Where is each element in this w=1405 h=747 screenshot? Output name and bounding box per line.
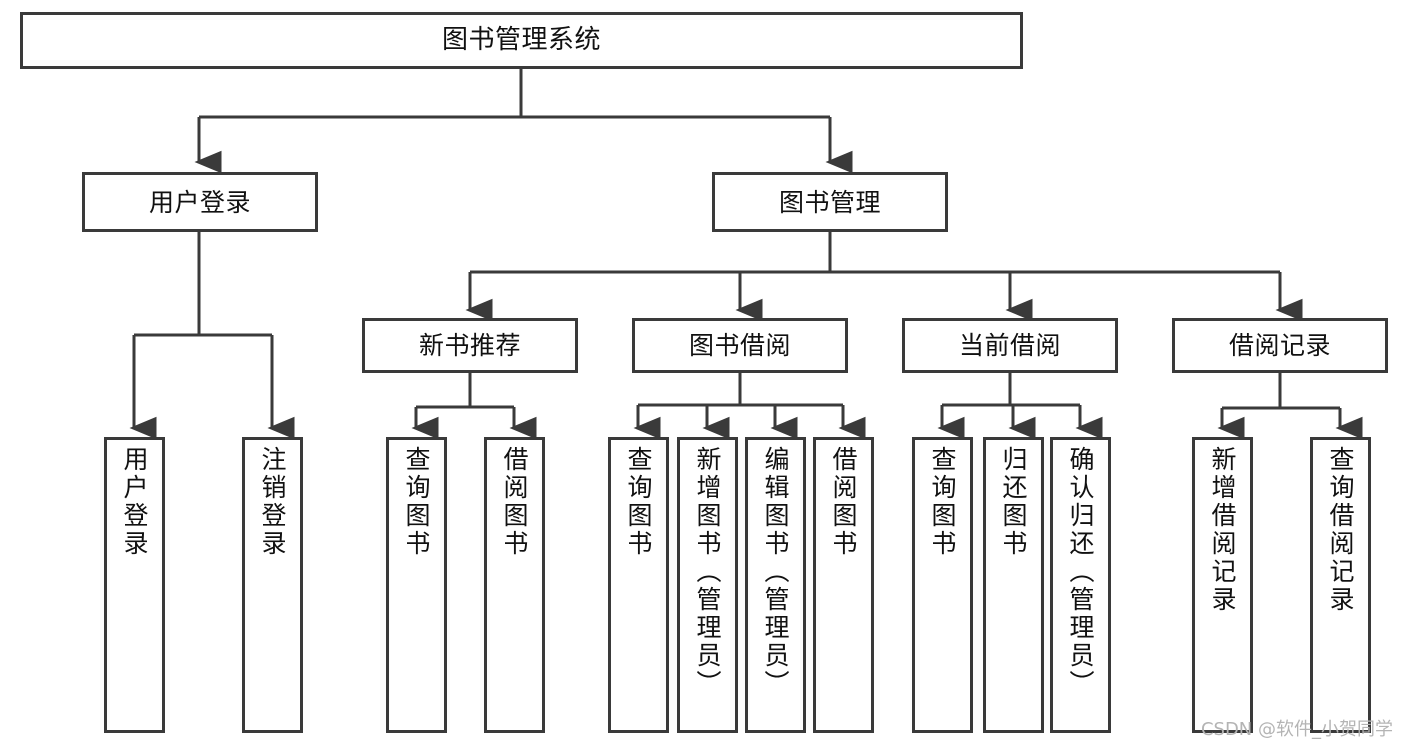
leaf-record-query-borrow-record[interactable]: 查询借阅记录 (1310, 437, 1371, 733)
node-current-borrow-label: 当前借阅 (958, 331, 1061, 360)
leaf-label: 查询图书 (402, 446, 431, 558)
node-user-login-label: 用户登录 (148, 187, 251, 217)
node-new-book-recommend[interactable]: 新书推荐 (362, 318, 578, 373)
leaf-borrow-add-book-admin[interactable]: 新增图书（管理员） (677, 437, 738, 733)
leaf-label: 用户登录 (120, 446, 149, 558)
leaf-label: 新增借阅记录 (1208, 446, 1237, 614)
leaf-newbook-query-book[interactable]: 查询图书 (386, 437, 447, 733)
leaf-label: 借阅图书 (500, 446, 529, 558)
watermark-text: CSDN @软件_小贺同学 (1200, 719, 1393, 740)
leaf-borrow-query-book[interactable]: 查询图书 (608, 437, 669, 733)
leaf-label: 查询图书 (928, 446, 957, 558)
leaf-label: 确认归还（管理员） (1066, 446, 1095, 698)
node-borrow-record[interactable]: 借阅记录 (1172, 318, 1388, 373)
leaf-borrow-edit-book-admin[interactable]: 编辑图书（管理员） (745, 437, 806, 733)
leaf-label: 编辑图书（管理员） (761, 446, 790, 698)
leaf-user-login-logout[interactable]: 注销登录 (242, 437, 303, 733)
node-user-login[interactable]: 用户登录 (82, 172, 318, 232)
node-new-book-recommend-label: 新书推荐 (418, 331, 521, 360)
leaf-user-login-login[interactable]: 用户登录 (104, 437, 165, 733)
leaf-current-confirm-return-admin[interactable]: 确认归还（管理员） (1050, 437, 1111, 733)
leaf-label: 借阅图书 (829, 446, 858, 558)
node-book-management-label: 图书管理 (778, 187, 881, 217)
leaf-current-query-book[interactable]: 查询图书 (912, 437, 973, 733)
leaf-label: 新增图书（管理员） (693, 446, 722, 698)
leaf-label: 注销登录 (258, 446, 287, 558)
leaf-current-return-book[interactable]: 归还图书 (983, 437, 1044, 733)
leaf-label: 查询图书 (624, 446, 653, 558)
leaf-newbook-borrow-book[interactable]: 借阅图书 (484, 437, 545, 733)
node-current-borrow[interactable]: 当前借阅 (902, 318, 1118, 373)
leaf-label: 归还图书 (999, 446, 1028, 558)
node-root-book-management-system[interactable]: 图书管理系统 (20, 12, 1023, 69)
node-book-management[interactable]: 图书管理 (712, 172, 948, 232)
node-borrow-record-label: 借阅记录 (1228, 331, 1331, 360)
leaf-borrow-borrow-book[interactable]: 借阅图书 (813, 437, 874, 733)
leaf-record-add-borrow-record[interactable]: 新增借阅记录 (1192, 437, 1253, 733)
node-book-borrow[interactable]: 图书借阅 (632, 318, 848, 373)
node-book-borrow-label: 图书借阅 (688, 331, 791, 360)
leaf-label: 查询借阅记录 (1326, 446, 1355, 614)
node-root-label: 图书管理系统 (441, 25, 601, 56)
